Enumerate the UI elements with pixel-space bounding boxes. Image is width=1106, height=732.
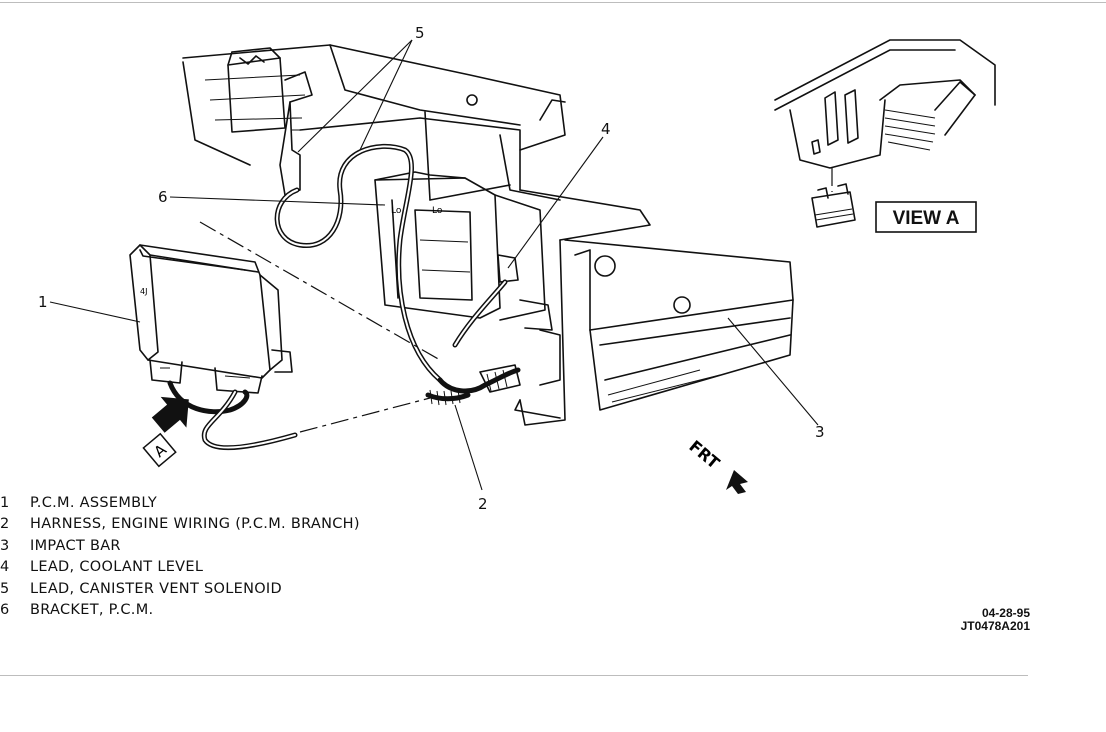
legend-number: 2 [0, 516, 10, 533]
coolant-level-lead [452, 254, 519, 348]
svg-text:VIEW A: VIEW A [893, 208, 960, 229]
legend-number: 3 [0, 537, 10, 554]
body-structure [182, 44, 566, 201]
top-rule [0, 2, 1106, 3]
legend-item: 2 HARNESS, ENGINE WIRING (P.C.M. BRANCH) [0, 514, 360, 535]
parts-legend: 1 P.C.M. ASSEMBLY 2 HARNESS, ENGINE WIRING… [0, 493, 360, 621]
legend-text: BRACKET, P.C.M. [30, 601, 154, 618]
pcm-assembly: 4J [129, 244, 293, 394]
legend-text: IMPACT BAR [30, 537, 121, 554]
legend-number: 1 [0, 495, 10, 511]
callout-3: 3 [815, 423, 825, 441]
legend-item: 6 BRACKET, P.C.M. [0, 600, 360, 621]
callout-2: 2 [478, 495, 488, 513]
legend-item: 1 P.C.M. ASSEMBLY [0, 493, 360, 514]
legend-item: 4 LEAD, COOLANT LEVEL [0, 557, 360, 578]
svg-text:4J: 4J [140, 287, 147, 296]
alignment-lines [199, 221, 441, 433]
leader-lines [49, 39, 819, 491]
callout-4: 4 [601, 120, 611, 138]
view-a-label-box: VIEW A [875, 201, 977, 233]
legend-text: HARNESS, ENGINE WIRING (P.C.M. BRANCH) [30, 516, 360, 533]
legend-item: 3 IMPACT BAR [0, 536, 360, 557]
callout-6: 6 [158, 188, 168, 206]
bottom-rule [0, 675, 1028, 676]
svg-text:FRT: FRT [685, 437, 723, 473]
legend-text: LEAD, CANISTER VENT SOLENOID [30, 580, 282, 597]
engine-wiring-harness [274, 143, 521, 406]
view-a-detail [774, 39, 996, 228]
legend-number: 4 [0, 559, 10, 576]
view-a-arrow: A [142, 396, 189, 468]
figure-code: 04-28-95 JT0478A201 [961, 607, 1030, 633]
svg-text:Lo: Lo [391, 206, 402, 216]
legend-text: LEAD, COOLANT LEVEL [30, 559, 204, 576]
legend-text: P.C.M. ASSEMBLY [30, 495, 158, 511]
legend-number: 5 [0, 580, 10, 597]
canister-vent-solenoid [227, 47, 313, 196]
pcm-connector-cable [167, 380, 298, 451]
svg-text:Lo: Lo [432, 206, 443, 216]
figure-id: JT0478A201 [960, 619, 1030, 633]
figure-date: 04-28-95 [981, 606, 1030, 620]
legend-item: 5 LEAD, CANISTER VENT SOLENOID [0, 579, 360, 600]
callout-1: 1 [38, 293, 48, 311]
front-arrow: FRT [685, 437, 748, 494]
impact-bar [514, 189, 794, 426]
callout-5: 5 [415, 24, 425, 42]
legend-number: 6 [0, 601, 10, 618]
